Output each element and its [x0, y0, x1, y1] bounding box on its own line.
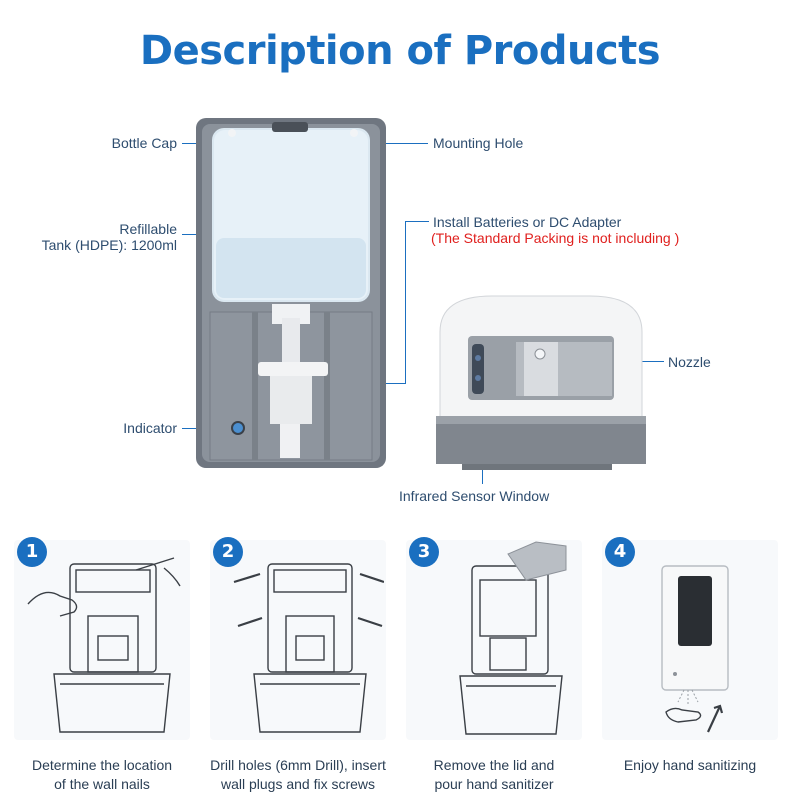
- step-number-4: 4: [605, 537, 635, 567]
- label-batteries: Install Batteries or DC Adapter: [433, 214, 622, 230]
- step-2-illustration: [233, 563, 384, 733]
- label-sensor: Infrared Sensor Window: [399, 488, 550, 504]
- step-caption-3: Remove the lid and pour hand sanitizer: [433, 757, 555, 792]
- step-number-2: 2: [213, 537, 243, 567]
- page-title: Description of Products: [139, 28, 661, 74]
- step-caption-4: Enjoy hand sanitizing: [623, 757, 757, 773]
- label-nozzle: Nozzle: [668, 354, 711, 370]
- leader-mounting-hole: [352, 143, 428, 144]
- step-card-1: [14, 540, 190, 740]
- step-1-illustration: [27, 557, 181, 733]
- dispenser-open-illustration: [196, 118, 386, 468]
- step-caption-1: Determine the location of the wall nails: [31, 757, 173, 792]
- step-3-illustration: [459, 541, 567, 735]
- label-indicator: Indicator: [123, 420, 177, 436]
- label-tank-line2: Tank (HDPE): 1200ml: [41, 237, 177, 253]
- step-caption-2: Drill holes (6mm Drill), insert wall plu…: [210, 757, 386, 792]
- step-4-illustration: [661, 565, 729, 733]
- step-card-2: [210, 540, 386, 740]
- label-bottle-cap: Bottle Cap: [111, 135, 177, 151]
- step-number-3: 3: [409, 537, 439, 567]
- label-tank-line1: Refillable: [119, 221, 177, 237]
- leader-batteries-v: [405, 221, 406, 384]
- dispenser-bottom-illustration: [436, 295, 646, 470]
- label-batteries-note: (The Standard Packing is not including ): [431, 230, 680, 246]
- step-number-1: 1: [17, 537, 47, 567]
- leader-batteries-h1: [405, 221, 429, 222]
- label-mounting-hole: Mounting Hole: [433, 135, 524, 151]
